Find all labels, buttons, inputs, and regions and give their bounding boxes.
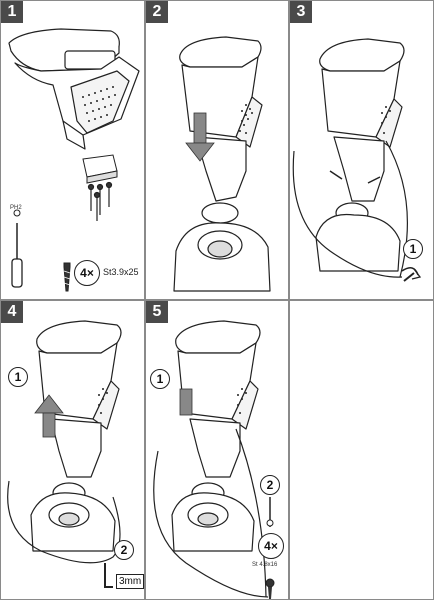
step-5-badge: 5	[146, 301, 168, 323]
screw-quantity: 4×	[258, 533, 284, 559]
step-1-panel: 1	[0, 0, 145, 300]
up-arrow-icon	[34, 394, 64, 438]
screw-quantity: 4×	[74, 260, 100, 286]
perforation-dots	[98, 388, 108, 414]
perforation-dots	[381, 106, 391, 134]
step-3-badge: 3	[290, 1, 312, 23]
step-4-badge: 4	[1, 301, 23, 323]
armrest-base	[62, 120, 86, 150]
pointer-line-right	[385, 140, 408, 278]
step-5-panel: 5	[145, 300, 289, 600]
screwdriver-icon	[266, 497, 274, 527]
rotate-icon	[401, 267, 422, 282]
perforated-side-panel	[70, 70, 130, 134]
armrest-slide-on-illustration	[173, 36, 271, 292]
perforation-dots	[82, 86, 116, 122]
perforation-dots	[239, 104, 253, 134]
pointer-line-outer	[153, 450, 269, 598]
armrest-fastening-illustration	[292, 38, 422, 282]
down-arrow-icon	[185, 112, 215, 162]
perforation-dots	[237, 388, 247, 414]
screw-spec-label: St 4.8x16	[252, 562, 278, 568]
armrest-final-fixing-illustration	[153, 320, 275, 599]
step-4-panel: 4 1 2 3	[0, 300, 145, 600]
hex-key-icon	[104, 563, 113, 588]
console-bracket	[195, 136, 247, 202]
armrest-exploded-illustration	[8, 28, 140, 292]
step-1-badge: 1	[1, 1, 23, 23]
screw-set	[87, 181, 113, 221]
step-2-panel: 2	[145, 0, 289, 300]
step-4-callout-1: 1	[8, 367, 28, 387]
step-5-callout-1: 1	[150, 369, 170, 389]
pointer-line-left	[292, 150, 403, 278]
empty-panel	[289, 300, 434, 600]
step-3-callout-1: 1	[403, 239, 423, 259]
mounting-bracket	[82, 154, 118, 184]
armrest-lift-illustration	[7, 320, 122, 588]
step-4-callout-2: 2	[114, 540, 134, 560]
screwdriver-icon	[11, 209, 23, 288]
step-3-panel: 3 1	[289, 0, 434, 300]
pointer-line-inner	[235, 428, 267, 598]
screw-icon	[63, 262, 71, 292]
hex-key-size-label: 3mm	[116, 574, 144, 589]
pointer-line-loop	[7, 480, 121, 564]
screw-spec-label: St3.9x25	[103, 267, 139, 277]
tool-size-label: PH2	[10, 205, 22, 211]
step-5-callout-2: 2	[260, 475, 280, 495]
down-arrow-icon	[179, 388, 193, 416]
screw-icon	[265, 578, 275, 599]
step-2-badge: 2	[146, 1, 168, 23]
